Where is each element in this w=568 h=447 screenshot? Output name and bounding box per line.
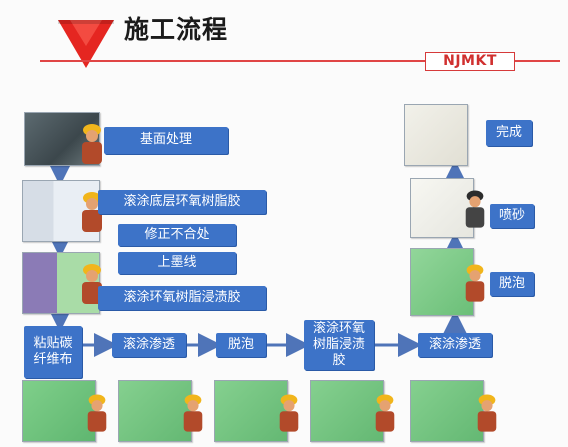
worker-icon	[183, 394, 203, 432]
worker-icon	[82, 264, 102, 304]
header-divider	[40, 60, 560, 62]
panel-bottom-5	[410, 380, 484, 442]
step-ink-line: 上墨线	[118, 252, 236, 274]
step-defoam-2: 脱泡	[490, 272, 534, 296]
panel-bottom-4	[310, 380, 384, 442]
step-epoxy-impregnate-2: 滚涂环氧树脂浸渍胶	[304, 320, 374, 370]
step-complete: 完成	[486, 120, 532, 146]
step-paste-cfrp: 粘贴碳纤维布	[24, 326, 82, 378]
step-roll-penetrate-1: 滚涂渗透	[112, 333, 186, 357]
header-triangle-icon	[58, 20, 114, 68]
step-sandblast: 喷砂	[490, 204, 534, 228]
worker-icon	[82, 124, 102, 164]
panel-bottom-2	[118, 380, 192, 442]
worker-icon	[477, 394, 497, 432]
worker-icon	[279, 394, 299, 432]
page-title: 施工流程	[124, 15, 229, 44]
panel-sandblast	[410, 178, 474, 238]
step-primer-epoxy: 滚涂底层环氧树脂胶	[98, 190, 266, 214]
worker-icon	[375, 394, 395, 432]
brand-logo: NJMKT	[425, 52, 515, 71]
panel-bottom-3	[214, 380, 288, 442]
panel-bottom-1	[22, 380, 96, 442]
step-epoxy-impregnate-2-label: 滚涂环氧树脂浸渍胶	[313, 321, 366, 368]
step-fix-defects: 修正不合处	[118, 224, 236, 246]
panel-defoam	[410, 248, 474, 316]
worker-icon	[465, 190, 485, 228]
worker-icon	[82, 192, 102, 232]
panel-complete	[404, 104, 468, 166]
step-defoam-1: 脱泡	[216, 333, 266, 357]
step-roll-penetrate-2: 滚涂渗透	[418, 333, 492, 357]
step-paste-cfrp-label: 粘贴碳纤维布	[33, 336, 73, 367]
step-epoxy-impregnate: 滚涂环氧树脂浸渍胶	[98, 286, 266, 310]
worker-icon	[87, 394, 107, 432]
worker-icon	[465, 264, 485, 302]
step-base-treatment: 基面处理	[104, 127, 228, 154]
